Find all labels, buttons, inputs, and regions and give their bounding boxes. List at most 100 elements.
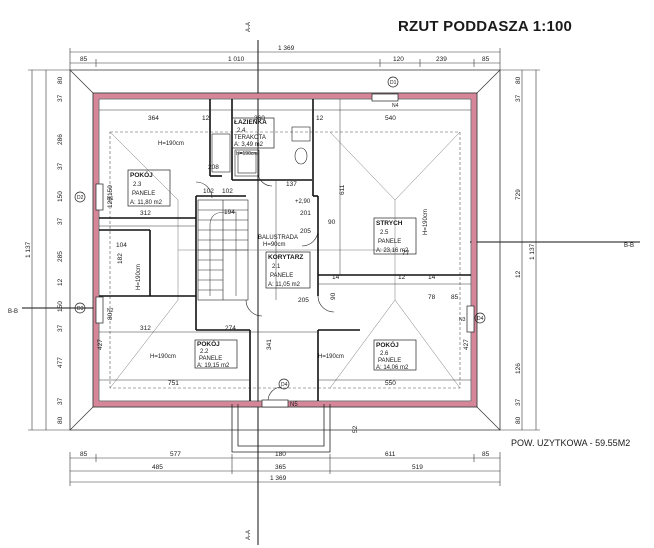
bottom-dim: 519 xyxy=(412,464,423,471)
dim-341: 341 xyxy=(266,339,273,350)
bathroom-fixtures xyxy=(211,126,311,177)
left-dim: 37 xyxy=(57,397,64,405)
roof-valley-line xyxy=(394,131,461,389)
room-floor-attic: PANELE xyxy=(378,239,401,245)
balcony xyxy=(231,404,331,453)
room-name-room2: POKÓJ xyxy=(197,339,220,348)
height-note: H=190cm xyxy=(318,354,344,360)
dim-540: 540 xyxy=(385,115,396,122)
left-dim: 37 xyxy=(57,217,64,225)
dim-14: 14 xyxy=(332,274,340,281)
room-floor-room1: PANELE xyxy=(132,191,155,197)
window-mark-d2: D2 xyxy=(77,195,84,201)
right-dim: 37 xyxy=(515,398,522,406)
dim-90: 90 xyxy=(328,219,336,226)
dim-312: 312 xyxy=(140,325,151,332)
room-number-corridor: 2.1 xyxy=(272,264,281,270)
window-mark-n4: N4 xyxy=(392,103,399,109)
top-overall-dim: 1 369 xyxy=(278,45,295,52)
doors xyxy=(195,171,335,402)
bottom-dim: 611 xyxy=(385,451,396,458)
left-overall-dim: 1 137 xyxy=(25,241,32,258)
top-dim: 239 xyxy=(436,56,447,63)
height-note: H=190cm xyxy=(236,151,258,157)
staircase xyxy=(197,199,249,301)
window-mark-d4: D4 xyxy=(477,316,484,322)
roof-hip-line xyxy=(69,69,97,97)
top-dim: 85 xyxy=(482,56,490,63)
dim-194: 194 xyxy=(224,209,235,216)
right-dim: 12 xyxy=(515,270,522,278)
room-area-bathroom: A: 3,49 m2 xyxy=(234,142,264,148)
top-dim: 85 xyxy=(80,56,88,63)
roof-hip-line xyxy=(473,69,501,97)
dim-205: 205 xyxy=(300,228,311,235)
dim-104: 104 xyxy=(116,242,127,249)
left-dim: 37 xyxy=(57,162,64,170)
left-dim: 80 xyxy=(57,76,64,84)
dim-208: 208 xyxy=(208,164,219,171)
dim-312: 312 xyxy=(140,210,151,217)
bottom-dim: 180 xyxy=(275,451,286,458)
bottom-dim-lines xyxy=(69,452,501,486)
height-note: H=190cm xyxy=(150,354,176,360)
left-dim-lines xyxy=(28,69,70,431)
room-floor-bathroom: TERAKOTA xyxy=(234,135,266,141)
dim-12: 12 xyxy=(398,274,406,281)
window-circle-marks xyxy=(74,76,486,390)
dim-205: 205 xyxy=(298,297,309,304)
right-dim: 80 xyxy=(515,416,522,424)
room-number-room2: 2.2 xyxy=(200,349,209,355)
room-floor-room2: PANELE xyxy=(199,356,222,362)
drawing-title: RZUT PODDASZA 1:100 xyxy=(398,18,573,35)
dim-120: 120 xyxy=(107,197,114,208)
bottom-dim: 85 xyxy=(482,451,490,458)
room-number-bathroom: 2.4 xyxy=(237,128,246,134)
height-note: H=190cm xyxy=(158,141,184,147)
dim-360: 360 xyxy=(254,115,265,122)
left-dim: 37 xyxy=(57,324,64,332)
dim-102: 102 xyxy=(222,188,233,195)
room-label-boxes xyxy=(127,117,417,371)
left-dim: 12 xyxy=(57,278,64,286)
room-area-room3: A: 14,06 m2 xyxy=(376,365,409,371)
height-note: H=190cm xyxy=(423,209,429,235)
bottom-dim: 365 xyxy=(275,464,286,471)
section-mark-bb-right: B-B xyxy=(624,243,634,249)
dim-78: 78 xyxy=(428,294,436,301)
window-mark-n5: N5 xyxy=(290,402,298,408)
balustrade-note: BALUSTRADA xyxy=(258,235,298,241)
bottom-dim: 485 xyxy=(152,464,163,471)
window-symbols xyxy=(95,93,475,408)
room-number-attic: 2.5 xyxy=(380,230,389,236)
dim-77: 77 xyxy=(402,250,410,257)
window-mark-d4-door: D4 xyxy=(281,382,288,388)
room-floor-corridor: PANELE xyxy=(270,273,293,279)
dim-90: 90 xyxy=(330,292,337,300)
dim-611: 611 xyxy=(339,184,346,195)
room-name-bathroom: ŁAZIENKA xyxy=(234,119,267,126)
right-dim-lines xyxy=(500,69,540,431)
left-dim: 285 xyxy=(57,251,64,262)
right-dim: 729 xyxy=(515,189,522,200)
room-number-room1: 2.3 xyxy=(133,182,142,188)
room-floor-room3: PANELE xyxy=(378,358,401,364)
dim-751: 751 xyxy=(168,380,179,387)
dim-52: 52 xyxy=(352,425,359,433)
roof-hip-line xyxy=(473,403,501,431)
left-dim: 80 xyxy=(57,416,64,424)
section-mark-bb-left: B-B xyxy=(8,309,18,315)
roof-line xyxy=(329,131,396,201)
left-dim: 477 xyxy=(57,357,64,368)
bottom-dim: 577 xyxy=(170,451,181,458)
window-mark-n3: N3 xyxy=(459,317,466,323)
top-dim: 1 010 xyxy=(228,56,245,63)
usable-area-note: POW. UZYTKOWA - 59.55M2 xyxy=(511,438,631,448)
bottom-dim: 85 xyxy=(80,451,88,458)
kneewall-line xyxy=(109,131,461,389)
room-name-room1: POKÓJ xyxy=(130,170,153,179)
section-mark-aa-top: A-A xyxy=(246,22,252,32)
left-dim: 286 xyxy=(57,134,64,145)
room-area-corridor: A: 11,05 m2 xyxy=(268,282,301,288)
